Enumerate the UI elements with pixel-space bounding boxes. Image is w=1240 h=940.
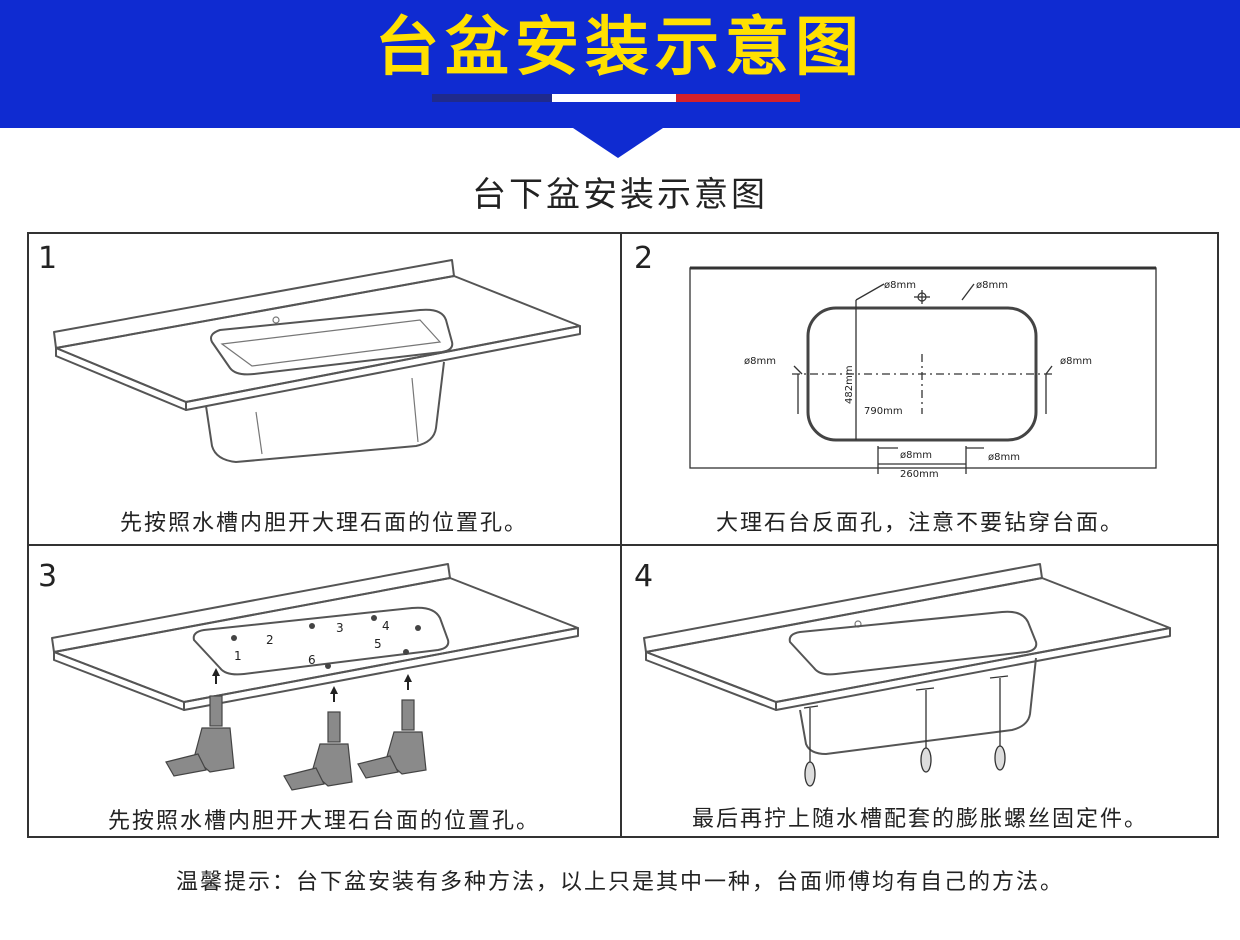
panel-4-bolting-drawing [643,563,1171,787]
backsplash [51,563,451,653]
stripe-blue [432,94,552,102]
marker-5: 5 [374,637,382,651]
sink-cut-outline [806,306,1038,442]
section-subtitle: 台下盆安装示意图 [472,175,768,215]
stripe-white [552,94,676,102]
drill-icon-1 [165,695,235,777]
stripe-red [676,94,800,102]
backsplash [643,563,1043,653]
grid-divider-vertical [620,232,622,838]
panel-1-number: 1 [38,241,58,276]
label-bottom-spacing: 260mm [900,469,939,480]
marble-slab-outline [689,267,1157,469]
marker-2: 2 [266,633,274,647]
marker-4: 4 [382,619,390,633]
countertop-left-edge [53,651,185,711]
panel-3-caption: 先按照水槽内胆开大理石台面的位置孔。 [107,809,540,834]
label-width: 790mm [864,406,903,417]
label-height: 482mm [844,365,855,404]
panel-3-number: 3 [38,559,58,594]
countertop-left-edge [645,651,777,711]
label-hole-bottom-left: ø8mm [900,450,932,461]
panel-4-number: 4 [634,559,654,594]
faucet-hole [272,316,280,324]
bolt-icon-1 [803,705,819,787]
backsplash [53,259,455,349]
panel-2-number: 2 [634,241,654,276]
marker-1: 1 [234,649,242,663]
countertop-surface [53,577,579,703]
sink-bowl [799,657,1037,755]
footnote-tip: 温馨提示：台下盆安装有多种方法，以上只是其中一种，台面师傅均有自己的方法。 [175,870,1064,895]
label-hole-bottom-right: ø8mm [988,452,1020,463]
instruction-grid [27,232,1219,838]
countertop-front-edge [185,325,581,411]
panel-1-sink-drawing [53,259,581,463]
sink-outline [192,606,450,676]
countertop-surface [55,275,581,403]
sink-opening [788,610,1038,676]
countertop-left-edge [55,347,187,411]
panel-2-hole-layout: ø8mm ø8mm ø8mm ø8mm 790mm 482mm ø8mm ø8m… [689,266,1157,480]
panel-1-caption: 先按照水槽内胆开大理石面的位置孔。 [119,511,528,536]
label-hole-left: ø8mm [744,356,776,367]
marker-3: 3 [336,621,344,635]
drill-icon-3 [357,699,427,779]
panel-3-drilling-drawing: 1 2 3 4 5 6 [51,563,579,791]
banner-pointer [570,126,666,158]
sink-opening [210,308,454,376]
panel-2-caption: 大理石台反面孔，注意不要钻穿台面。 [715,511,1124,536]
label-hole-top-left: ø8mm [884,280,916,291]
page-title: 台盆安装示意图 [375,11,865,85]
header-banner [0,0,1240,128]
panel-4-caption: 最后再拧上随水槽配套的膨胀螺丝固定件。 [691,807,1148,832]
drill-icon-2 [283,711,353,791]
bolt-icon-2 [915,687,935,773]
label-hole-top-right: ø8mm [976,280,1008,291]
marker-6: 6 [308,653,316,667]
countertop-front-edge [775,627,1171,711]
label-hole-right: ø8mm [1060,356,1092,367]
countertop-surface [645,577,1171,703]
sink-bowl [205,361,445,463]
bolt-icon-3 [989,675,1009,771]
grid-divider-horizontal [27,544,1219,546]
